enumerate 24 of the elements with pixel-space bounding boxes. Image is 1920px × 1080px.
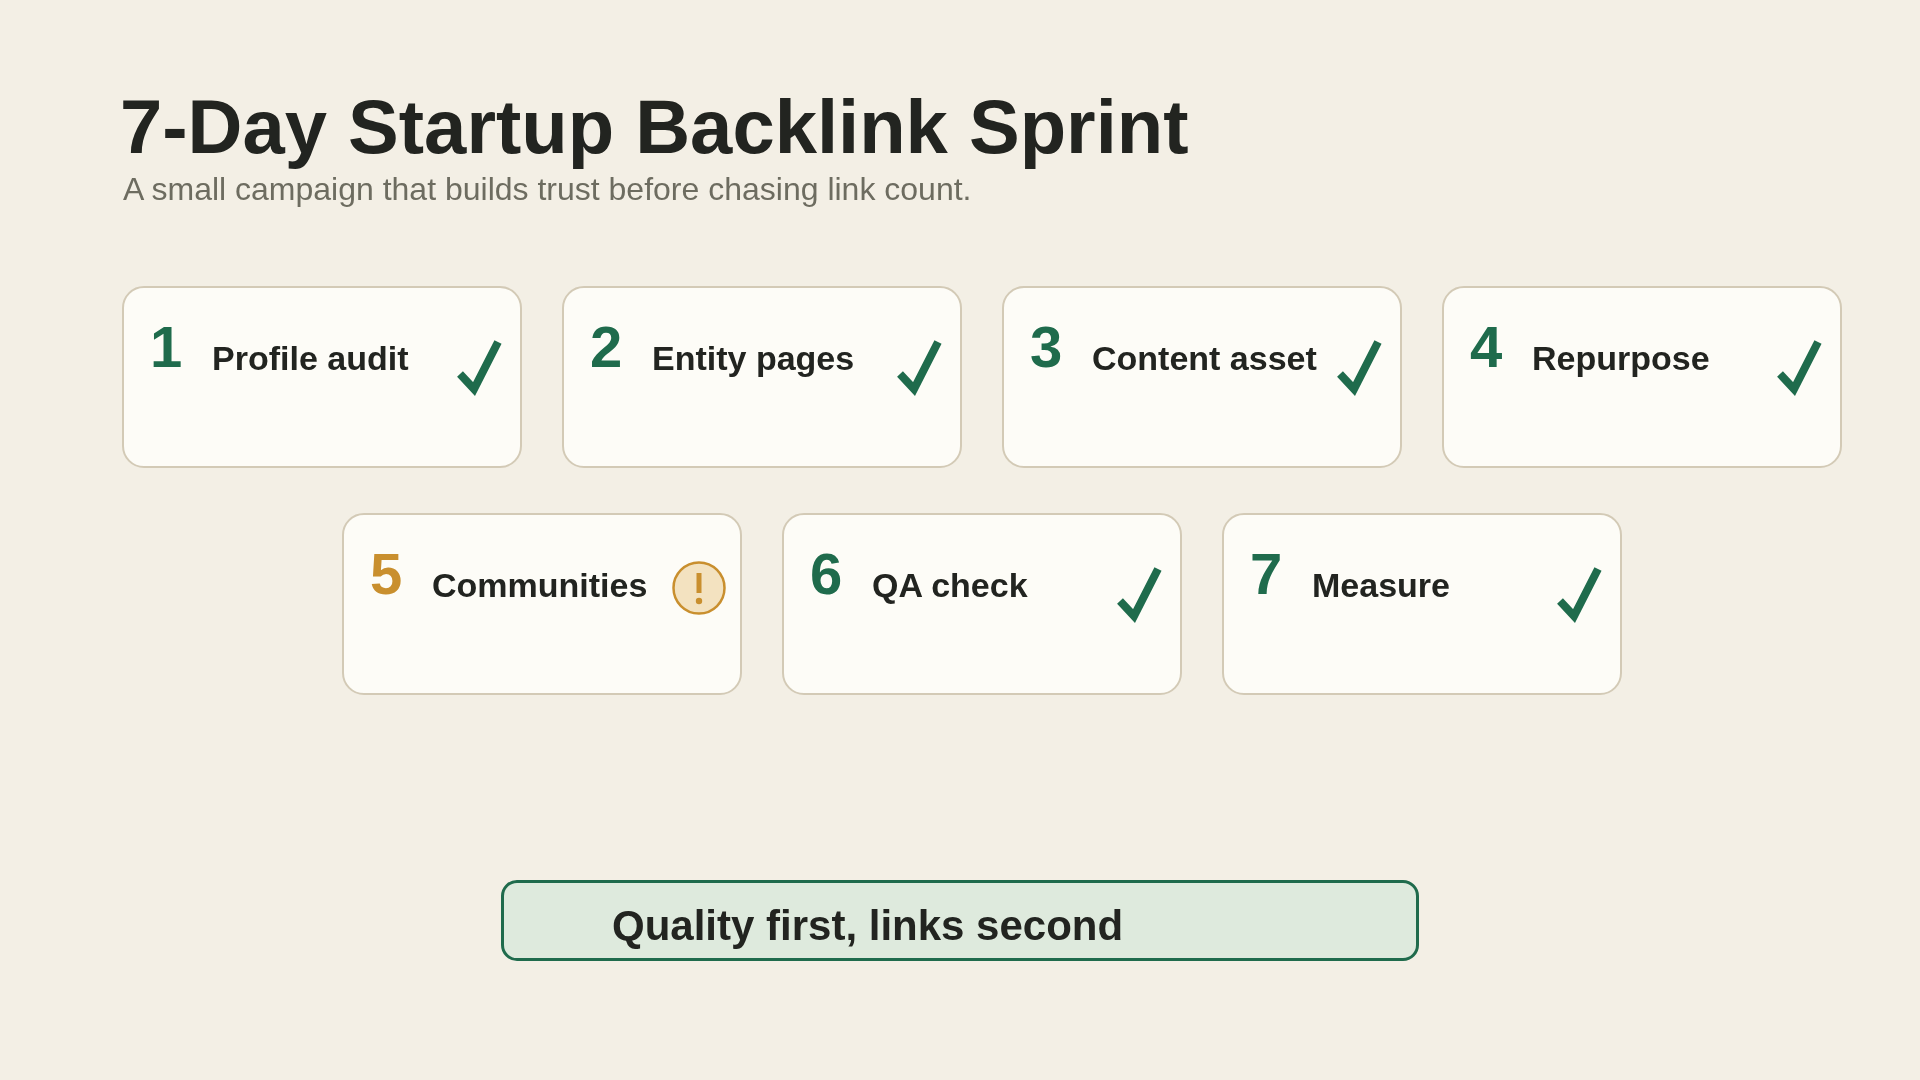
- step-card: [562, 286, 962, 468]
- step-card: [122, 286, 522, 468]
- step-title: Measure: [1312, 565, 1450, 606]
- step-card: [782, 513, 1182, 695]
- step-number: 2: [590, 318, 623, 376]
- step-card: [1222, 513, 1622, 695]
- subtitle: A small campaign that builds trust before chasing link count.: [123, 172, 972, 208]
- step-number: 4: [1470, 318, 1503, 376]
- step-number: 1: [150, 318, 183, 376]
- step-card: [1002, 286, 1402, 468]
- step-number: 7: [1250, 545, 1283, 603]
- step-card: [1442, 286, 1842, 468]
- step-title: QA check: [872, 565, 1028, 606]
- step-title: Profile audit: [212, 338, 409, 379]
- step-title: Entity pages: [652, 338, 855, 379]
- step-title: Repurpose: [1532, 338, 1710, 379]
- step-title: Content asset: [1092, 338, 1317, 379]
- step-title: Communities: [432, 565, 648, 606]
- step-card: [342, 513, 742, 695]
- step-number: 3: [1030, 318, 1063, 376]
- step-number: 6: [810, 545, 843, 603]
- note-banner: [501, 880, 1419, 961]
- step-number: 5: [370, 545, 403, 603]
- banner-text: Quality first, links second: [612, 903, 1124, 950]
